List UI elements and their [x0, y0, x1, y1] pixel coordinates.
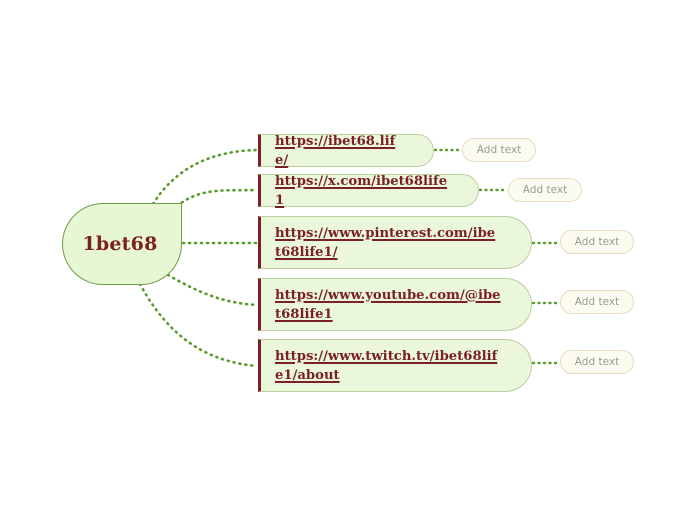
root-node[interactable]: 1bet68: [62, 203, 182, 285]
addtext-node-label: Add text: [574, 236, 620, 248]
addtext-node-3[interactable]: Add text: [560, 230, 634, 254]
addtext-node-label: Add text: [574, 296, 620, 308]
branch-node-label: https://ibet68.life/: [275, 133, 396, 168]
connector-root-branch-5: [138, 282, 259, 368]
addtext-node-label: Add text: [574, 356, 620, 368]
branch-node-3[interactable]: https://www.pinterest.com/ibet68life1/: [258, 216, 532, 269]
addtext-node-4[interactable]: Add text: [560, 290, 634, 314]
branch-node-label: https://www.youtube.com/@ibet68life1: [275, 287, 501, 322]
addtext-node-label: Add text: [476, 144, 522, 156]
addtext-node-5[interactable]: Add text: [560, 350, 634, 374]
addtext-node-label: Add text: [522, 184, 568, 196]
branch-node-label: https://x.com/ibet68life1: [275, 173, 448, 208]
connector-root-branch-1: [148, 148, 259, 211]
root-node-label: 1bet68: [82, 233, 158, 255]
addtext-node-2[interactable]: Add text: [508, 178, 582, 202]
branch-node-label: https://www.pinterest.com/ibet68life1/: [275, 225, 496, 260]
addtext-node-1[interactable]: Add text: [462, 138, 536, 162]
branch-node-label: https://www.twitch.tv/ibet68life1/about: [275, 348, 498, 383]
branch-node-1[interactable]: https://ibet68.life/: [258, 133, 434, 168]
branch-node-4[interactable]: https://www.youtube.com/@ibet68life1: [258, 278, 532, 331]
branch-node-2[interactable]: https://x.com/ibet68life1: [258, 173, 479, 208]
connector-root-branch-4: [166, 273, 259, 307]
branch-node-5[interactable]: https://www.twitch.tv/ibet68life1/about: [258, 339, 532, 392]
